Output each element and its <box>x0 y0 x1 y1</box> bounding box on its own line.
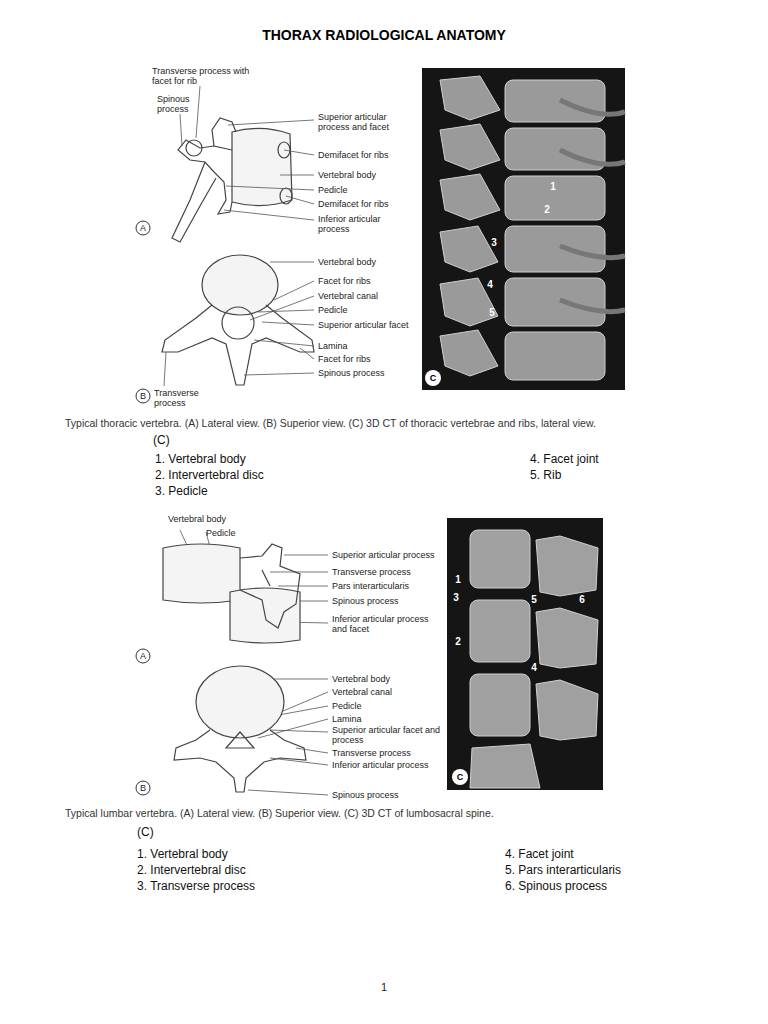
lumbar-lateral <box>163 544 300 643</box>
part-label: Vertebral canal <box>332 687 392 697</box>
callout-number: 2 <box>455 636 461 647</box>
view-letter: A <box>140 651 146 661</box>
legend-list-item: 2. Intervertebral disc <box>137 864 246 877</box>
lumbar-superior <box>174 666 306 792</box>
thoracic-superior <box>162 255 314 385</box>
thoracic-ct <box>422 68 625 390</box>
legend-list-item: 3. Transverse process <box>137 880 255 893</box>
part-label: Facet for ribs <box>318 276 371 286</box>
callout-number: 5 <box>489 307 495 318</box>
legend-list-item: 1. Vertebral body <box>155 453 246 466</box>
figure-caption: Typical thoracic vertebra. (A) Lateral v… <box>65 418 715 430</box>
callout-number: 4 <box>531 662 537 673</box>
callout-number: 1 <box>550 181 556 192</box>
callout-number: 3 <box>491 237 497 248</box>
part-label: Superior articular process <box>332 550 435 560</box>
part-label: Vertebral canal <box>318 291 378 301</box>
part-label: Vertebral body <box>332 674 390 684</box>
part-label: Transverse process <box>332 748 411 758</box>
legend-list-item: (C) <box>137 826 154 839</box>
part-label: Transverse process <box>154 388 214 408</box>
legend-list-item: 5. Pars interarticularis <box>505 864 621 877</box>
part-label: Transverse process <box>332 567 411 577</box>
view-letter: B <box>140 391 146 401</box>
part-label: Inferior articular process <box>318 214 393 234</box>
view-letter: C <box>457 772 464 782</box>
part-label: Spinous process <box>332 596 399 606</box>
view-letter: B <box>140 783 146 793</box>
thoracic-lateral <box>172 118 292 242</box>
part-label: Pedicle <box>318 185 348 195</box>
callout-number: 1 <box>455 574 461 585</box>
part-label: Facet for ribs <box>318 354 371 364</box>
legend-list-item: 6. Spinous process <box>505 880 607 893</box>
part-label: Demifacet for ribs <box>318 199 389 209</box>
part-label: Inferior articular process <box>332 760 429 770</box>
part-label: Spinous process <box>157 94 201 114</box>
part-label: Superior articular process and facet <box>318 112 413 132</box>
part-label: Vertebral body <box>318 170 376 180</box>
legend-list-item: 2. Intervertebral disc <box>155 469 264 482</box>
view-letter-circles <box>136 221 150 795</box>
part-label: Pedicle <box>332 701 362 711</box>
part-label: Superior articular facet <box>318 320 409 330</box>
callout-number: 5 <box>531 594 537 605</box>
callout-number: 3 <box>453 592 459 603</box>
figure-caption: Typical lumbar vertebra. (A) Lateral vie… <box>65 808 715 820</box>
callout-number: 2 <box>544 204 550 215</box>
view-letter: A <box>140 223 146 233</box>
view-letter: C <box>430 373 437 383</box>
part-label: Transverse process with facet for rib <box>152 66 264 86</box>
legend-list-item: 4. Facet joint <box>530 453 599 466</box>
legend-list-item: 3. Pedicle <box>155 485 208 498</box>
page-title: THORAX RADIOLOGICAL ANATOMY <box>262 28 506 44</box>
part-label: Lamina <box>318 341 348 351</box>
part-label: Superior articular facet and process <box>332 725 442 745</box>
leader-lines <box>164 86 328 795</box>
lumbar-ct <box>447 518 603 790</box>
callout-number: 6 <box>579 594 585 605</box>
part-label: Spinous process <box>318 368 385 378</box>
part-label: Pars interarticularis <box>332 581 409 591</box>
part-label: Vertebral body <box>168 514 226 524</box>
legend-list-item: 5. Rib <box>530 469 561 482</box>
page-number: 1 <box>381 981 387 993</box>
part-label: Demifacet for ribs <box>318 150 389 160</box>
legend-list-item: 1. Vertebral body <box>137 848 228 861</box>
legend-list-item: 4. Facet joint <box>505 848 574 861</box>
callout-number: 4 <box>487 279 493 290</box>
legend-list-item: (C) <box>153 434 170 447</box>
part-label: Lamina <box>332 714 362 724</box>
part-label: Pedicle <box>318 305 348 315</box>
part-label: Vertebral body <box>318 257 376 267</box>
part-label: Spinous process <box>332 790 399 800</box>
part-label: Pedicle <box>206 528 236 538</box>
part-label: Inferior articular process and facet <box>332 614 432 634</box>
